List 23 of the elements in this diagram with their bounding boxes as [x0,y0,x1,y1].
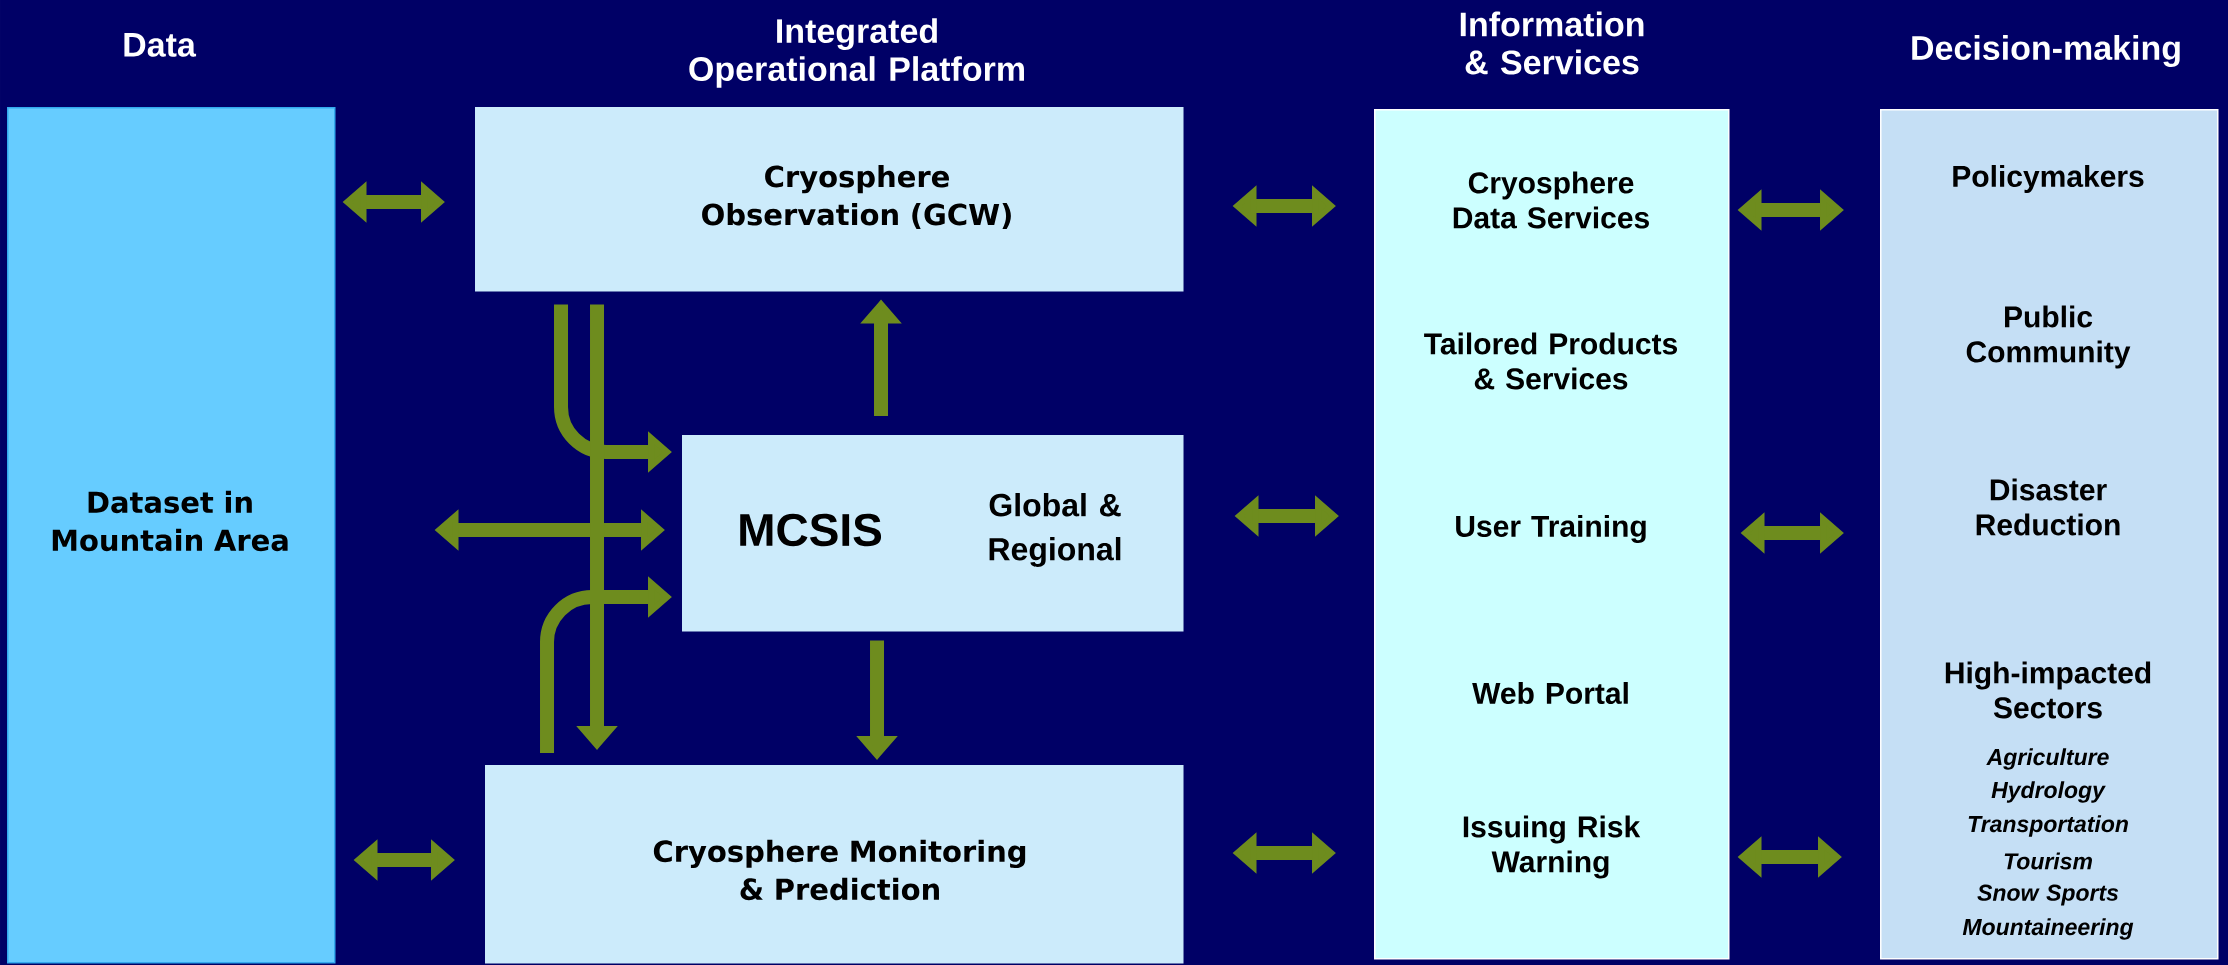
sector-label: Snow Sports [1977,884,2119,906]
item-label: Cryosphere Data Services [1453,171,1649,229]
box-label: MCSIS [740,513,882,547]
column-heading: Information & Services [1460,11,1644,75]
box-label: Global & Regional [989,493,1121,567]
column-heading: Decision-making [1912,35,2180,67]
item-label: Disaster Reduction [1976,478,2120,536]
sector-label: Transportation [1968,815,2128,837]
sector-label: Tourism [2004,852,2092,870]
item-label: Issuing Risk Warning [1463,815,1641,879]
item-label: Tailored Products & Services [1424,332,1678,390]
item-label: Public Community [1966,305,2131,369]
item-label: Web Portal [1472,682,1628,704]
sector-label: Mountaineering [1962,918,2134,940]
box-label: Cryosphere Monitoring & Prediction [653,839,1026,901]
item-label: User Training [1456,514,1646,544]
item-label: Policymakers [1953,165,2144,193]
sector-label: Agriculture [1986,748,2109,770]
column-heading: Data [124,33,197,57]
item-label: High-impacted Sectors [1945,661,2151,719]
box-label: Dataset in Mountain Area [52,490,288,552]
box-label: Cryosphere Observation (GCW) [702,165,1011,229]
sector-label: Hydrology [1991,781,2106,803]
